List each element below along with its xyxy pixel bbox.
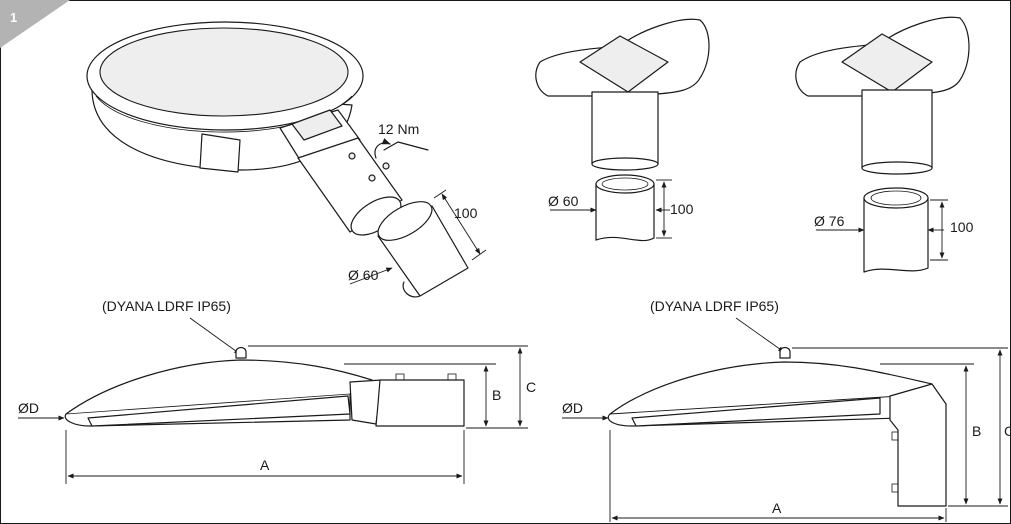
torque-arrow [374, 138, 391, 159]
profile-optic-left [87, 395, 351, 427]
spigot-76 [861, 89, 933, 169]
profile-lower-edge-right [609, 395, 901, 415]
b-label-left: B [492, 387, 501, 403]
pole-break [402, 281, 421, 298]
profile-spigot-right [889, 383, 947, 507]
tube-60 [595, 183, 655, 242]
a-label-left: A [260, 457, 270, 473]
profile-side-entry: (DYANA LDRF IP65) B C A ØD [562, 298, 1011, 522]
model-leader-right [735, 317, 785, 353]
c-label-left: C [526, 379, 536, 395]
a-label-right: A [772, 500, 782, 516]
depth-ext-2 [471, 249, 487, 261]
depth-label-perspective: 100 [454, 205, 478, 221]
profile-screw-left-2 [447, 373, 457, 381]
tube-76 [863, 197, 929, 273]
tube-inner-60 [601, 177, 649, 191]
vent-valve-right [779, 346, 791, 359]
step-number: 1 [10, 10, 17, 25]
profile-screw-right-2 [891, 483, 899, 493]
spigot-bottom-60 [591, 157, 659, 171]
profile-spigot-left [375, 379, 465, 427]
d-label-right: ØD [562, 400, 583, 416]
torque-label: 12 Nm [378, 121, 419, 137]
depth-label-60: 100 [670, 201, 694, 217]
depth-dim-line [441, 193, 481, 255]
pole-top [377, 201, 433, 241]
housing-window [199, 133, 241, 173]
profile-optic-right [631, 397, 881, 427]
spigot-screw-3 [382, 162, 390, 170]
model-label-right: (DYANA LDRF IP65) [650, 298, 779, 314]
tube-inner-76 [870, 190, 922, 206]
step-badge: 1 [0, 0, 70, 48]
diameter-label-perspective: Ø 60 [348, 267, 379, 283]
diameter-label-60: Ø 60 [548, 193, 579, 209]
pole-insertion-76: 100 Ø 76 [795, 16, 974, 273]
model-leader-left [189, 317, 241, 355]
profile-screw-left-1 [395, 373, 405, 381]
allen-key [383, 141, 429, 151]
model-label-left: (DYANA LDRF IP65) [102, 298, 231, 314]
spigot-bottom-76 [861, 161, 933, 175]
d-label-left: ØD [18, 400, 39, 416]
spigot-screw-2 [368, 174, 376, 182]
spigot-screw-1 [348, 152, 356, 160]
depth-label-76: 100 [950, 219, 974, 235]
luminaire-perspective: 12 Nm 100 Ø 60 [86, 21, 487, 298]
b-label-right: B [972, 423, 981, 439]
clamp-60 [579, 35, 669, 93]
c-label-right: C [1004, 423, 1011, 439]
step-badge-shape [0, 0, 70, 48]
vent-valve-left [235, 346, 247, 359]
diameter-label-76: Ø 76 [814, 213, 845, 229]
pole-insertion-60: 100 Ø 60 [535, 18, 710, 242]
housing-lens [99, 27, 349, 117]
profile-screw-right-1 [891, 431, 899, 441]
depth-ext-1 [433, 189, 447, 199]
diameter-leader-perspective [349, 267, 393, 285]
clamp-76 [841, 33, 933, 93]
spigot-60 [591, 91, 659, 165]
profile-post-top: (DYANA LDRF IP65) B C A ØD [18, 298, 536, 484]
profile-lower-edge-left [65, 393, 351, 415]
spigot-clamp [291, 109, 343, 141]
